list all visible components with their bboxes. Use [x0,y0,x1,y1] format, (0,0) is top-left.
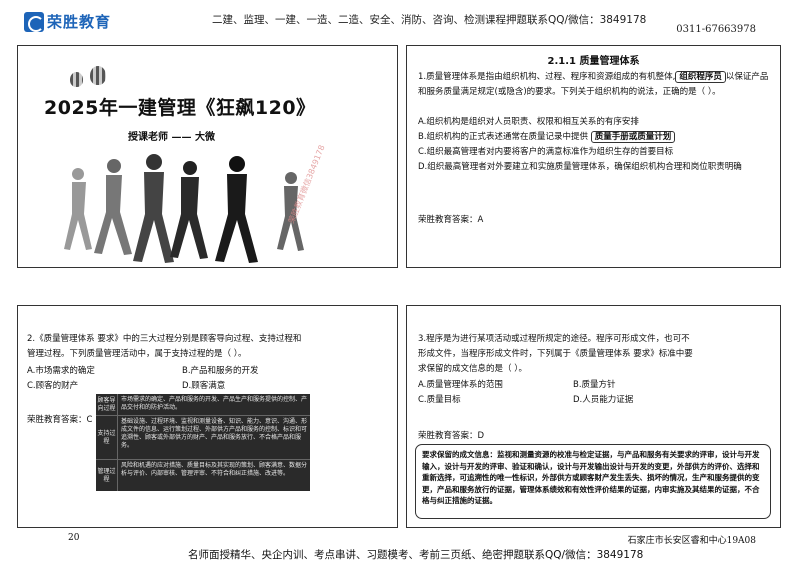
option-b: B.组织机构的正式表述通常在质量记录中提供 质量手册或质量计划 [418,130,776,145]
slide-question-1: 2.1.1 质量管理体系 1.质量管理体系是指由组织机构、过程、程序和资源组成的… [406,45,781,268]
option-d: D.组织最高管理者对外要建立和实施质量管理体系，确保组织机构合理和岗位职责明确 [418,162,742,172]
options-q1: A.组织机构是组织对人员职责、权限和相互关系的有序安排 B.组织机构的正式表述通… [418,115,776,175]
runners-illustration [64,154,304,263]
table-row-head: 支持过程 [96,416,118,459]
option-b: B.产品和服务的开发 [182,366,259,376]
answer-q1: 荣胜教育答案：A [418,215,484,225]
table-row: 管理过程 风险和机遇的应对措施、质量目标及其实现的策划、顾客满意、数据分析与评价… [96,460,310,491]
brand-logo: 荣胜教育 [24,11,111,32]
balloon-icon [90,66,106,85]
option-b-box: 质量手册或质量计划 [590,131,676,143]
retained-info-box: 要求保留的成文信息：监视和测量资源的校准与检定证据，与产品和服务有关要求的评审，… [415,444,771,519]
table-row-head: 管理过程 [96,460,118,491]
option-c: C.质量目标 [418,395,461,405]
header-courses: 二建、监理、一建、一造、二造、安全、消防、咨询、检测课程押题联系QQ/微信：38… [212,14,647,26]
table-row: 支持过程 基础设施、过程环境、监视和测量设备、知识、能力、意识、沟通、形成文件的… [96,416,310,460]
option-d: D.顾客满意 [182,381,226,391]
table-row-body: 基础设施、过程环境、监视和测量设备、知识、能力、意识、沟通、形成文件的信息、运行… [121,418,308,449]
question-3: 3.程序是为进行某项活动或过程所规定的途径。程序可形成文件，也可不形成文件，当程… [418,334,693,374]
option-d: D.人员能力证据 [573,395,634,405]
logo-icon [24,11,44,32]
question-1-text-end: 以保证产品和服务质量满足规定(或隐含)的要求。下列关于组织机构的说法，正确的是（… [418,72,769,97]
section-title: 2.1.1 质量管理体系 [547,56,640,67]
slide-cover: 2025年一建管理《狂飙120》 授课老师 —— 大微 荣胜教育微信384917… [17,45,398,268]
balloon-icon [70,72,83,87]
question-2: 2.《质量管理体系 要求》中的三大过程分别是顾客导向过程、支持过程和管理过程。下… [27,334,302,359]
table-row-head: 顾客导向过程 [96,394,118,415]
question-1: 1.质量管理体系是指由组织机构、过程、程序和资源组成的有机整体,组织程序员以保证… [418,70,774,100]
footer-services: 名师面授精华、央企内训、考点串讲、习题模考、考前三页纸、绝密押题联系QQ/微信：… [188,549,644,561]
process-table: 顾客导向过程 市场需求的确定、产品和服务的开发、产品生产和服务提供的控制、产品交… [96,394,310,491]
cover-teacher: 授课老师 —— 大微 [128,132,215,143]
page-number: 20 [68,533,80,543]
cover-title: 2025年一建管理《狂飙120》 [44,97,316,119]
answer-q3: 荣胜教育答案：D [418,431,485,441]
option-a: A.市场需求的确定 [27,366,95,376]
header-phone: 0311-67663978 [676,24,756,35]
table-row-body: 市场需求的确定、产品和服务的开发、产品生产和服务提供的控制、产品交付和的防护活动… [121,396,308,411]
options-q3: A.质量管理体系的范围 B.质量方针 C.质量目标 D.人员能力证据 [418,379,743,407]
logo-text: 荣胜教育 [47,13,112,31]
option-b: B.质量方针 [573,380,616,390]
table-row-body: 风险和机遇的应对措施、质量目标及其实现的策划、顾客满意、数据分析与评价、内部审核… [121,462,308,477]
table-row: 顾客导向过程 市场需求的确定、产品和服务的开发、产品生产和服务提供的控制、产品交… [96,394,310,416]
options-q2: A.市场需求的确定 B.产品和服务的开发 C.顾客的财产 D.顾客满意 [27,365,352,393]
slide-question-3: 3.程序是为进行某项活动或过程所规定的途径。程序可形成文件，也可不形成文件，当程… [406,305,781,528]
option-a: A.质量管理体系的范围 [418,380,503,390]
slide-question-2: 2.《质量管理体系 要求》中的三大过程分别是顾客导向过程、支持过程和管理过程。下… [17,305,398,528]
option-c: C.顾客的财产 [27,381,79,391]
option-c: C.组织最高管理者对内要将客户的满意标准作为组织生存的首要目标 [418,147,674,157]
option-b-text: B.组织机构的正式表述通常在质量记录中提供 [418,132,589,142]
option-a: A.组织机构是组织对人员职责、权限和相互关系的有序安排 [418,117,639,127]
question-1-box: 组织程序员 [675,71,726,83]
answer-q2: 荣胜教育答案：C [27,415,93,425]
footer-address: 石家庄市长安区睿和中心19A08 [627,536,756,546]
question-1-text-start: 1.质量管理体系是指由组织机构、过程、程序和资源组成的有机整体, [418,72,676,82]
